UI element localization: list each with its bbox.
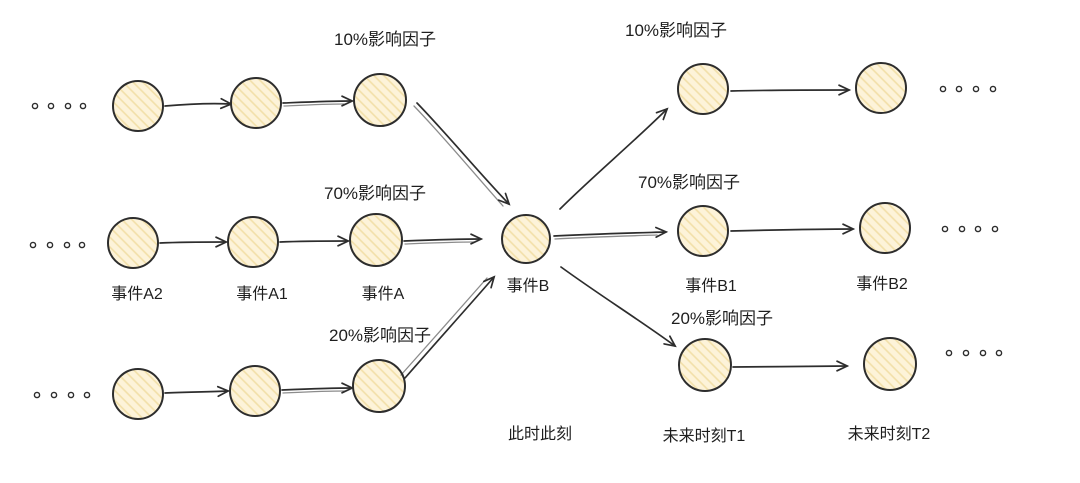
arrow-a2-a1 [159, 236, 229, 248]
arrow-b-to-b1-sketch [554, 234, 658, 240]
node-top-right-1 [677, 63, 729, 115]
ellipsis-dots-top-left [31, 102, 87, 110]
arrow-bottomleft-2 [281, 382, 355, 394]
arrow-a1-a [279, 235, 351, 247]
node-top-left-2 [230, 77, 282, 129]
node-future-t1 [678, 338, 732, 392]
arrow-t1-t2 [732, 360, 850, 372]
label-event-a: 事件A [362, 285, 405, 303]
label-event-a1: 事件A1 [236, 285, 288, 303]
node-event-b2 [859, 202, 911, 254]
arrow-topleft-1 [164, 97, 234, 110]
arrow-bottomleft-1 [164, 385, 231, 398]
arrow-20-into-b [404, 275, 496, 379]
label-time-t2: 未来时刻T2 [848, 425, 931, 443]
node-top-right-2 [855, 62, 907, 114]
label-factor-20-left: 20%影响因子 [329, 326, 431, 345]
node-event-10-source [353, 73, 407, 127]
node-event-20-source [352, 359, 406, 413]
arrow-topleft-2 [282, 95, 355, 107]
node-event-a1 [227, 216, 279, 268]
node-future-t2 [863, 337, 917, 391]
ellipsis-dots-bottom-right [945, 349, 1003, 357]
ellipsis-dots-middle-left [29, 241, 86, 249]
arrow-a-b [403, 233, 484, 245]
label-time-t1: 未来时刻T1 [663, 427, 746, 445]
label-factor-10-left: 10%影响因子 [334, 30, 436, 49]
arrow-b-to-10 [559, 107, 669, 210]
node-top-left-1 [112, 80, 164, 132]
label-event-b1: 事件B1 [685, 277, 737, 295]
arrow-b-to-b1 [553, 226, 669, 238]
arrow-topleft-2-sketch [283, 103, 345, 107]
arrow-a-b-sketch [404, 241, 475, 245]
arrow-b-to-t1 [560, 266, 677, 348]
label-factor-70-left: 70%影响因子 [324, 184, 426, 203]
label-factor-10-right: 10%影响因子 [625, 21, 727, 40]
label-event-b: 事件B [507, 277, 550, 295]
node-event-b1 [677, 205, 729, 257]
arrow-bottomleft-2-sketch [282, 390, 346, 394]
arrow-10-into-b-sketch [413, 105, 504, 207]
label-factor-20-right: 20%影响因子 [671, 309, 773, 328]
label-time-now: 此时此刻 [508, 425, 572, 443]
arrow-10-into-b [416, 102, 511, 206]
arrow-b1-b2 [730, 223, 856, 235]
node-bottom-left-1 [112, 368, 164, 420]
arrow-20-into-b-sketch [400, 277, 488, 376]
label-factor-70-right: 70%影响因子 [638, 173, 740, 192]
ellipsis-dots-bottom-left [33, 391, 91, 399]
node-event-b [501, 214, 551, 264]
label-event-a2: 事件A2 [111, 285, 163, 303]
label-event-b2: 事件B2 [856, 275, 908, 293]
ellipsis-dots-middle-right [941, 225, 999, 233]
arrow-topright-1 [730, 84, 852, 96]
node-event-a2 [107, 217, 159, 269]
node-event-a [349, 213, 403, 267]
ellipsis-dots-top-right [939, 85, 997, 93]
node-bottom-left-2 [229, 365, 281, 417]
